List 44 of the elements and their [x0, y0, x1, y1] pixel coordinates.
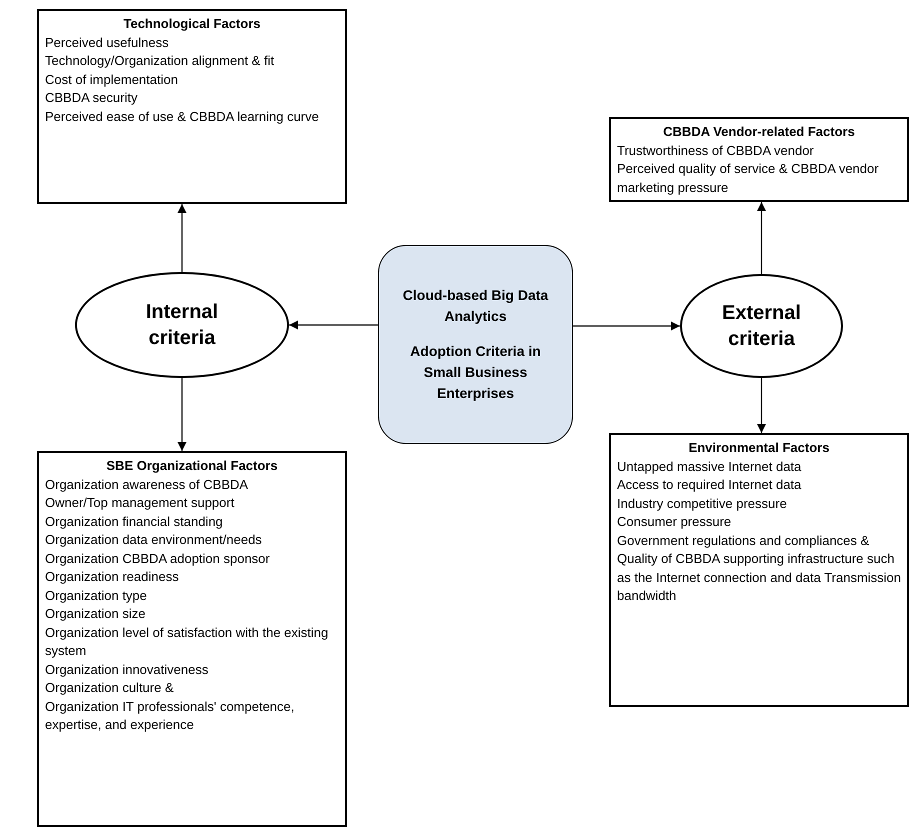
factor-item: Organization level of satisfaction with the existing system [45, 624, 330, 660]
central-rounded-box [378, 245, 573, 444]
factor-item: Technology/Organization alignment & fit [45, 52, 276, 70]
factor-item: Organization readiness [45, 568, 180, 586]
factor-item: CBBDA security [45, 89, 138, 107]
factor-item: Organization size [45, 605, 146, 623]
box-heading: CBBDA Vendor-related Factors [662, 123, 856, 141]
factor-item: Perceived quality of service & CBBDA vendor marketing pressure [617, 160, 880, 197]
arrow [757, 378, 766, 433]
factor-item: Untapped massive Internet data [617, 458, 802, 476]
factor-item: Organization data environment/needs [45, 531, 263, 549]
factor-item: Perceived usefulness [45, 34, 170, 52]
factor-item: Cost of implementation [45, 70, 179, 89]
arrow [178, 204, 186, 272]
factor-item: Trustworthiness of CBBDA vendor [617, 142, 815, 160]
central-title: Adoption Criteria in Small Business Enterprises [409, 342, 542, 403]
box-heading: Environmental Factors [688, 439, 830, 457]
factor-item: Owner/Top management support [45, 494, 236, 512]
arrow [289, 320, 378, 330]
factor-list-box [37, 9, 347, 204]
factor-item: Consumer pressure [617, 513, 732, 531]
factor-item: Quality of CBBDA supporting infrastructure such as the Internet connection and data Transmission bandwidth [617, 550, 901, 605]
factor-list-box [37, 451, 347, 827]
box-heading: Technological Factors [122, 15, 262, 33]
arrow [178, 378, 186, 451]
factor-item: Organization IT professionals' competence, expertise, and experience [45, 698, 296, 734]
factor-item: Access to required Internet data [617, 476, 802, 494]
box-heading: SBE Organizational Factors [105, 457, 279, 475]
factor-list-box [609, 433, 909, 707]
factor-item: Organization financial standing [45, 512, 224, 531]
factor-list-box [609, 117, 909, 202]
factor-item: Industry competitive pressure [617, 494, 788, 513]
criteria-label: External criteria [721, 301, 802, 352]
factor-item: Perceived ease of use & CBBDA learning curve [45, 108, 320, 126]
arrow [757, 202, 766, 274]
factor-item: Organization innovativeness [45, 660, 210, 679]
factor-item: Organization type [45, 586, 148, 605]
central-title: Cloud-based Big Data Analytics [402, 286, 550, 326]
factor-item: Organization awareness of CBBDA [45, 476, 250, 494]
factor-item: Government regulations and compliances & [617, 532, 870, 550]
factor-item: Organization culture & [45, 679, 175, 697]
arrow [573, 322, 680, 330]
factor-item: Organization CBBDA adoption sponsor [45, 550, 271, 568]
criteria-label: Internal criteria [144, 300, 220, 351]
